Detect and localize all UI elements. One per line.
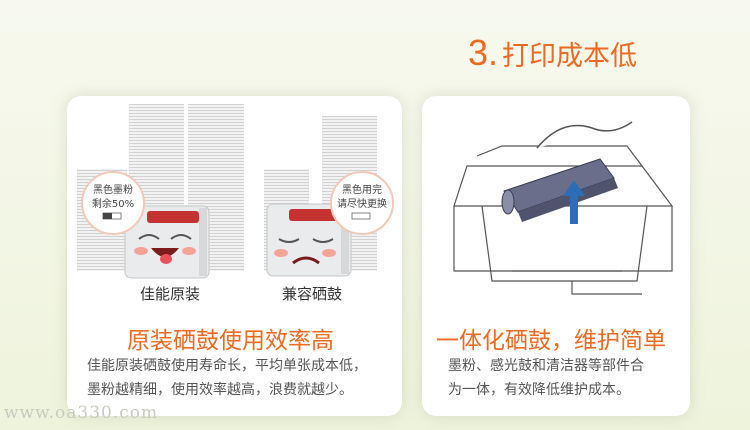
up-arrow-icon xyxy=(563,180,585,224)
left-card-title: 原装硒鼓使用效率高 xyxy=(127,328,334,354)
svg-text:请尽快更换: 请尽快更换 xyxy=(337,197,387,210)
canon-vs-compatible-card: 黑色墨粉 剩余50% 黑色用完 请尽快更换 佳能原装 兼容硒鼓 原装硒鼓使用效率… xyxy=(67,96,402,416)
right-card-title: 一体化硒鼓，维护简单 xyxy=(436,328,666,354)
hand-drawing xyxy=(536,121,633,149)
caption-compatible: 兼容硒鼓 xyxy=(282,285,343,303)
printer-comparison-illustration: 黑色墨粉 剩余50% 黑色用完 请尽快更换 xyxy=(77,104,394,279)
integrated-drum-card: 一体化硒鼓，维护简单 墨粉、感光鼓和清洁器等部件合 为一体，有效降低维护成本。 xyxy=(422,96,690,416)
svg-text:黑色墨粉: 黑色墨粉 xyxy=(93,183,133,196)
heading-number: 3. xyxy=(468,32,499,73)
toner-empty-badge-compatible: 黑色用完 请尽快更换 xyxy=(330,171,394,235)
site-watermark: www.oa330.com xyxy=(4,403,159,423)
svg-text:剩余50%: 剩余50% xyxy=(92,197,134,210)
section-heading: 3. 打印成本低 xyxy=(468,32,637,74)
toner-install-illustration xyxy=(453,121,674,295)
toner-level-badge-canon: 黑色墨粉 剩余50% xyxy=(81,171,145,235)
left-card-description: 佳能原装硒鼓使用寿命长，平均单张成本低， 墨粉越精细，使用效率越高，浪费就越少。 xyxy=(87,358,367,398)
compatible-printer-sad xyxy=(266,203,352,277)
svg-text:黑色用完: 黑色用完 xyxy=(342,183,382,196)
canon-printer-happy xyxy=(124,205,210,279)
caption-canon: 佳能原装 xyxy=(140,285,201,303)
toner-cartridge xyxy=(501,158,618,222)
right-card-description: 墨粉、感光鼓和清洁器等部件合 为一体，有效降低维护成本。 xyxy=(448,358,644,398)
printer-line-drawing xyxy=(453,145,674,295)
heading-text: 打印成本低 xyxy=(502,41,638,72)
